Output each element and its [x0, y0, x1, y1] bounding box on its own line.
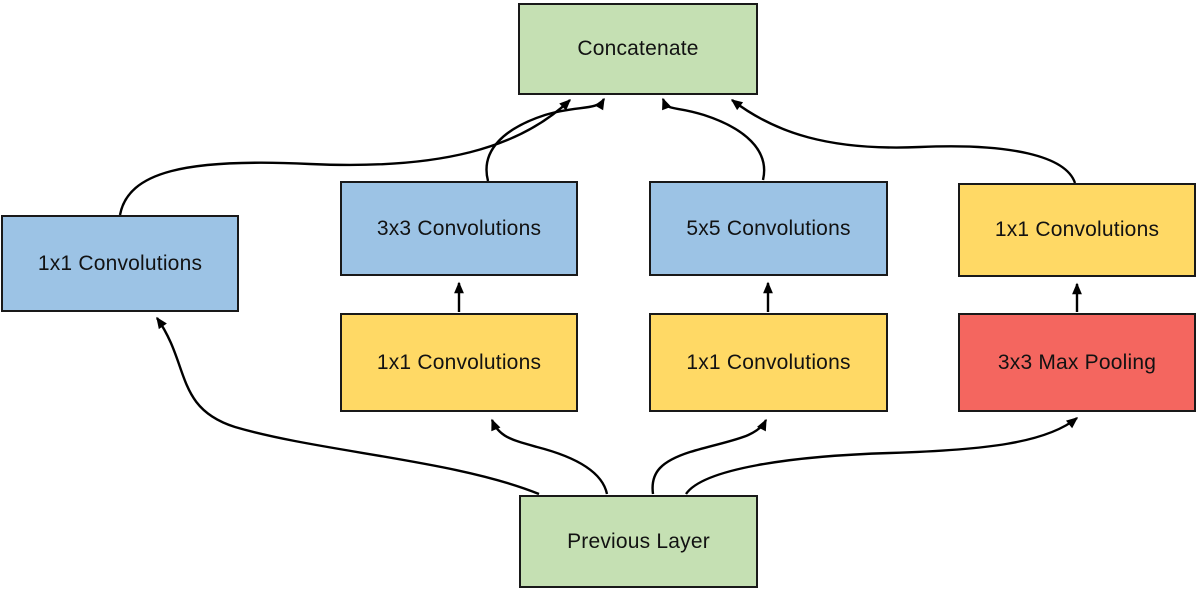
- node-1x1-convolutions-midright: 1x1 Convolutions: [649, 313, 888, 412]
- node-1x1-convolutions-midleft: 1x1 Convolutions: [340, 313, 578, 412]
- node-1x1-convolutions-right: 1x1 Convolutions: [958, 183, 1196, 277]
- node-5x5-convolutions: 5x5 Convolutions: [649, 181, 888, 276]
- node-previous-layer-label: Previous Layer: [567, 529, 710, 553]
- node-1x1-convolutions-midright-label: 1x1 Convolutions: [686, 350, 851, 374]
- node-1x1-convolutions-left-label: 1x1 Convolutions: [37, 251, 203, 275]
- arrow-5x5-to-concatenate: [661, 97, 766, 181]
- node-3x3-convolutions: 3x3 Convolutions: [340, 181, 578, 276]
- node-1x1-convolutions-midleft-label: 1x1 Convolutions: [376, 350, 542, 374]
- arrow-previous-to-1x1-left: [156, 316, 540, 496]
- node-3x3-max-pooling-label: 3x3 Max Pooling: [997, 350, 1157, 374]
- node-previous-layer: Previous Layer: [519, 495, 758, 588]
- node-5x5-convolutions-label: 5x5 Convolutions: [686, 216, 851, 240]
- arrow-previous-to-1x1-midright: [651, 418, 768, 495]
- arrow-1x1-right-to-concatenate: [730, 99, 1077, 184]
- arrow-previous-to-maxpool: [685, 417, 1079, 495]
- node-concatenate: Concatenate: [518, 3, 758, 95]
- arrow-3x3-to-concatenate: [485, 97, 606, 182]
- node-1x1-convolutions-right-label: 1x1 Convolutions: [994, 218, 1160, 241]
- arrow-1x1-left-to-concatenate: [118, 99, 571, 216]
- node-1x1-convolutions-left: 1x1 Convolutions: [1, 215, 239, 312]
- node-concatenate-label: Concatenate: [577, 37, 699, 60]
- arrow-previous-to-1x1-midleft: [490, 418, 609, 495]
- node-3x3-max-pooling: 3x3 Max Pooling: [958, 313, 1196, 412]
- node-3x3-convolutions-label: 3x3 Convolutions: [376, 216, 542, 240]
